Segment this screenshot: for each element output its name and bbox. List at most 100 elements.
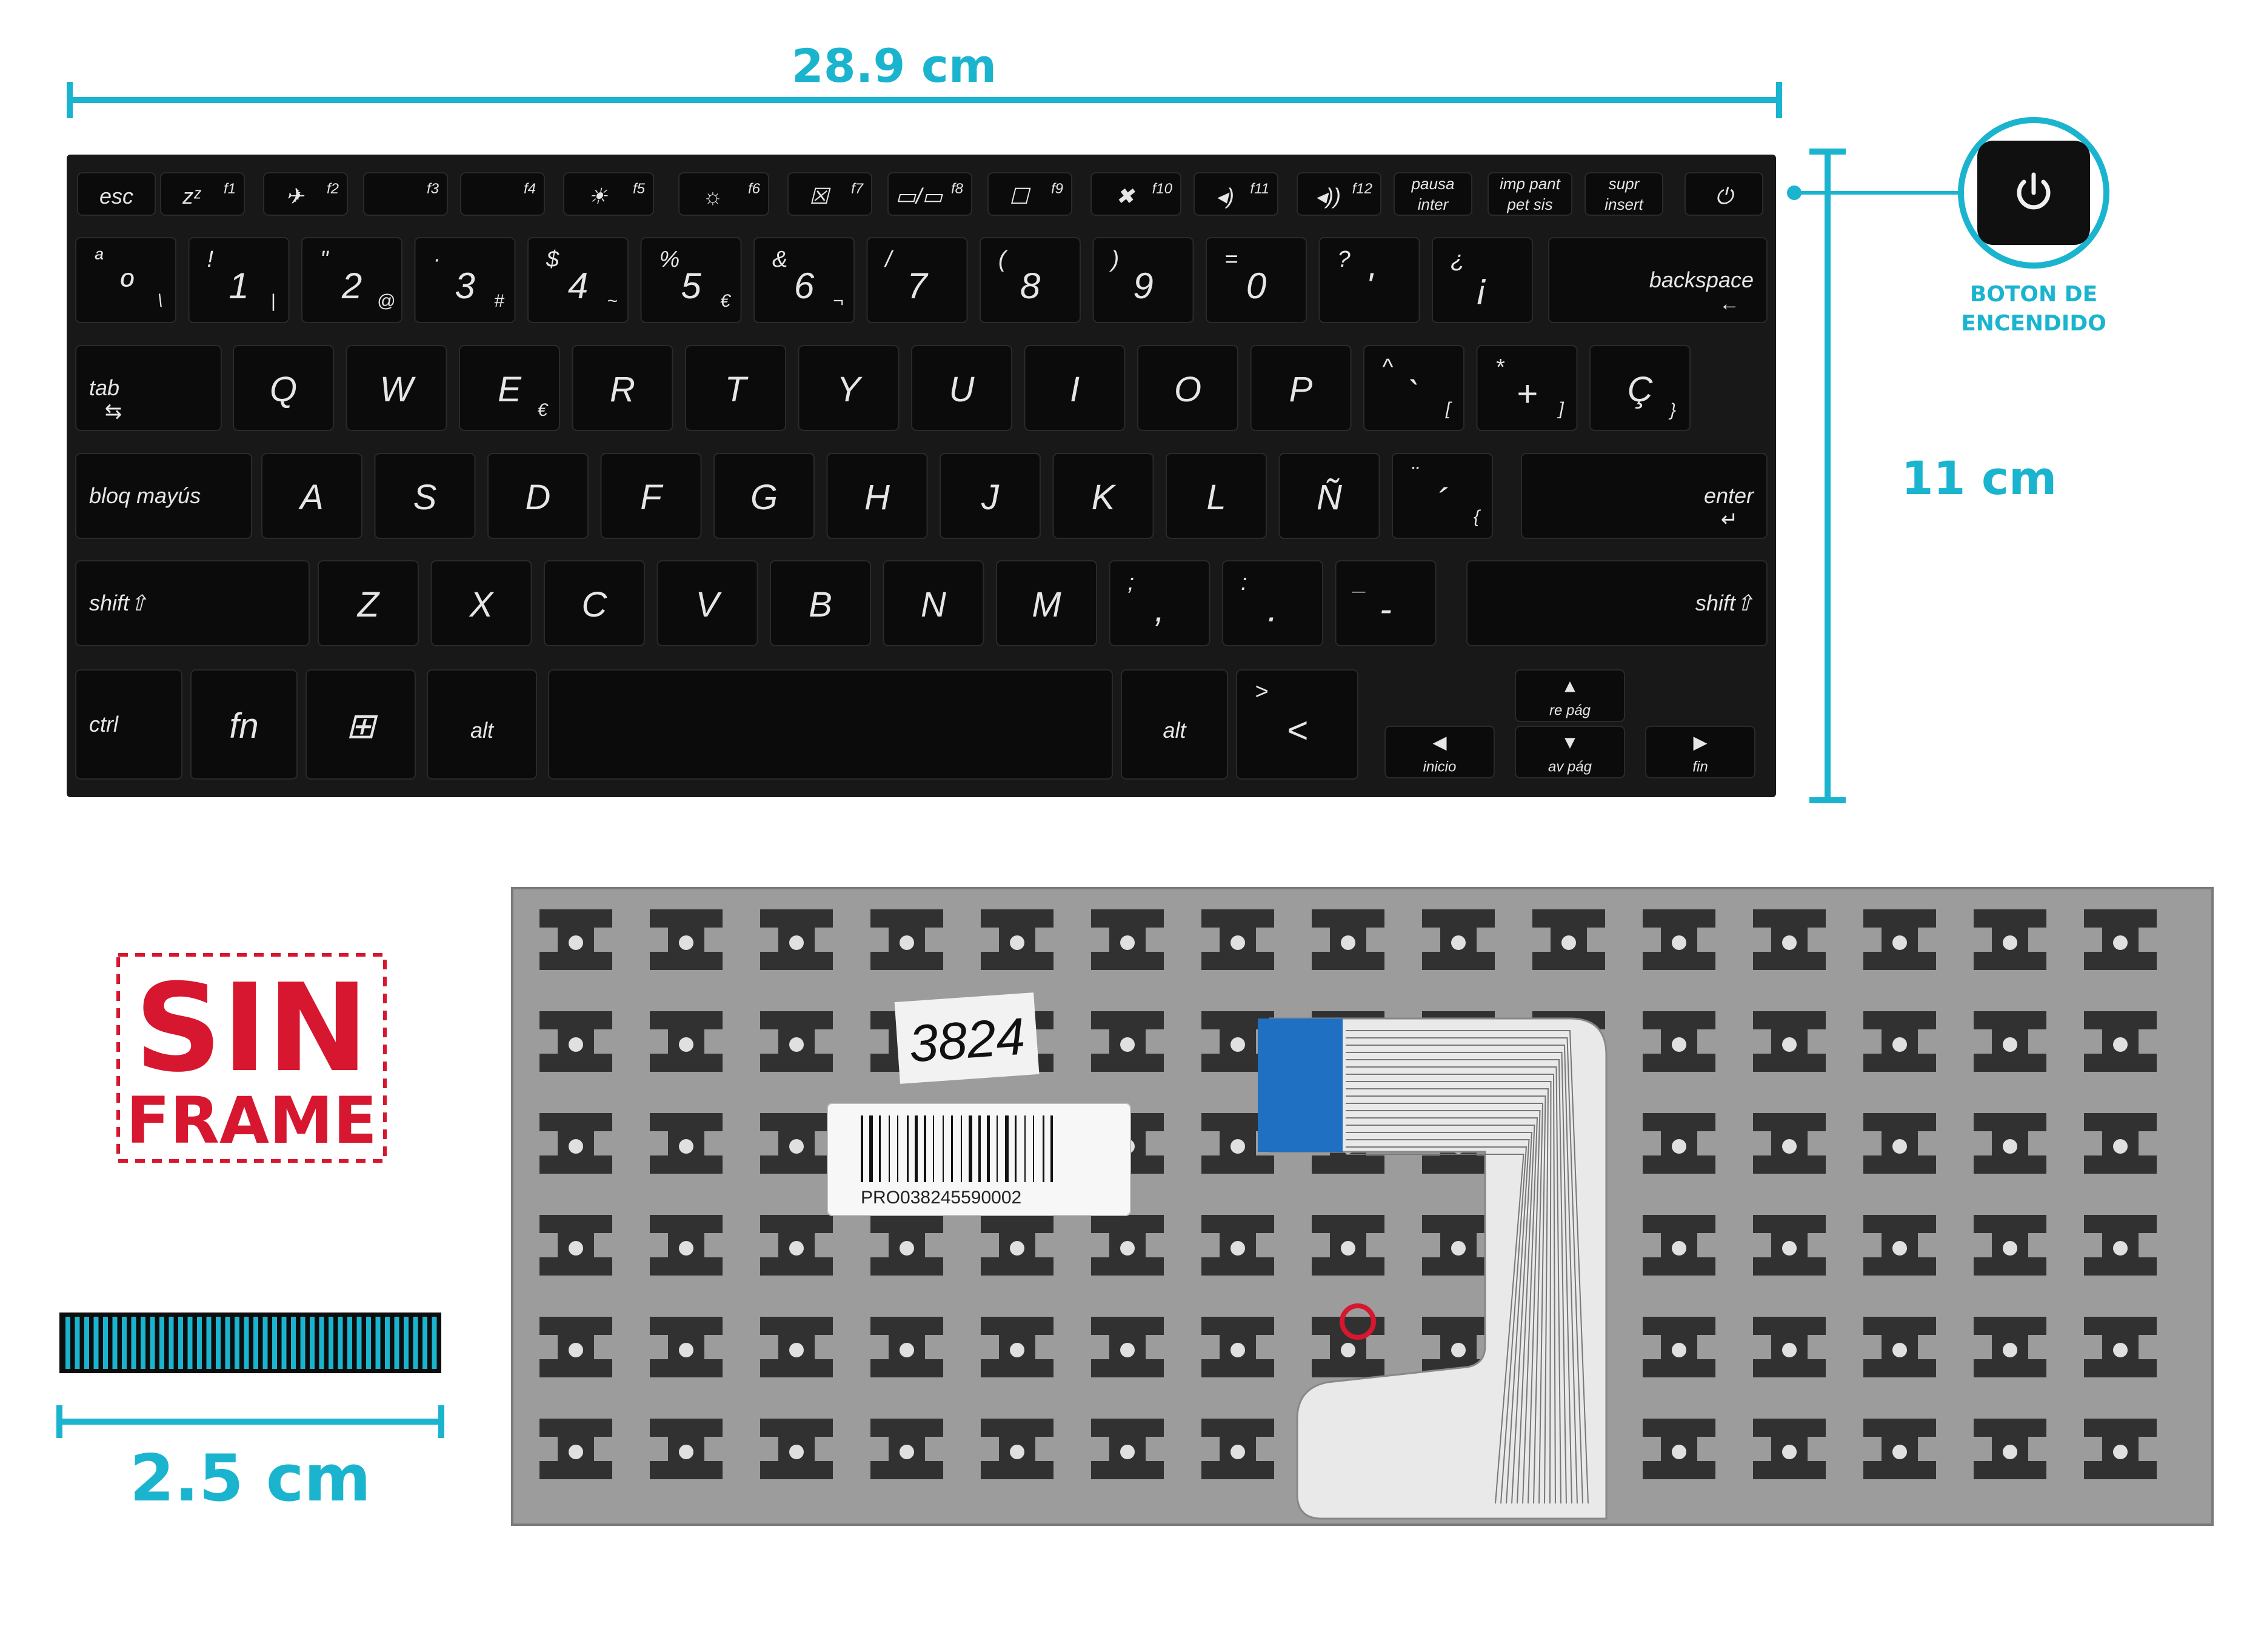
- fn-key-9-cap[interactable]: [987, 172, 1072, 216]
- z-row-key-8-cap[interactable]: [1109, 560, 1210, 646]
- q-row-key-6-cap[interactable]: [798, 345, 900, 431]
- z-row-key-6[interactable]: N: [883, 560, 984, 646]
- q-row-key-8[interactable]: I: [1024, 345, 1126, 431]
- num-key-9-cap[interactable]: [1092, 237, 1194, 323]
- shift-right-key-cap[interactable]: [1466, 560, 1768, 646]
- enter-key-cap[interactable]: [1521, 453, 1768, 539]
- q-row-key-12-cap[interactable]: [1476, 345, 1578, 431]
- fn-key-4-cap[interactable]: [460, 172, 545, 216]
- fn-key-12-cap[interactable]: [1297, 172, 1381, 216]
- alt-left-key-cap[interactable]: [427, 669, 537, 780]
- fn-key-4[interactable]: f4: [460, 172, 545, 216]
- z-row-key-8[interactable]: ;,: [1109, 560, 1210, 646]
- a-row-key-1[interactable]: A: [261, 453, 362, 539]
- fn-key-13-cap[interactable]: [1394, 172, 1472, 216]
- fn-key-6-cap[interactable]: [678, 172, 769, 216]
- num-key-7-cap[interactable]: [866, 237, 968, 323]
- num-key-5[interactable]: %5€: [640, 237, 742, 323]
- backspace-key[interactable]: backspace←: [1548, 237, 1768, 323]
- q-row-key-7[interactable]: U: [911, 345, 1012, 431]
- z-row-key-10[interactable]: _-: [1335, 560, 1437, 646]
- z-row-key-3-cap[interactable]: [544, 560, 645, 646]
- fn-key-14-cap[interactable]: [1488, 172, 1572, 216]
- z-row-key-7[interactable]: M: [996, 560, 1097, 646]
- a-row-key-2[interactable]: S: [374, 453, 476, 539]
- q-row-key-6[interactable]: Y: [798, 345, 900, 431]
- z-row-key-3[interactable]: C: [544, 560, 645, 646]
- q-row-key-5[interactable]: T: [685, 345, 786, 431]
- num-key-10[interactable]: =0: [1206, 237, 1307, 323]
- z-row-key-7-cap[interactable]: [996, 560, 1097, 646]
- num-key-12[interactable]: ¿¡: [1432, 237, 1533, 323]
- num-key-11-cap[interactable]: [1318, 237, 1420, 323]
- z-row-key-1[interactable]: Z: [318, 560, 419, 646]
- z-row-key-5-cap[interactable]: [770, 560, 871, 646]
- arrow-down-key-cap[interactable]: [1515, 726, 1625, 778]
- num-key-12-cap[interactable]: [1432, 237, 1533, 323]
- num-key-6-cap[interactable]: [753, 237, 855, 323]
- z-row-key-2-cap[interactable]: [430, 560, 532, 646]
- tab-key-cap[interactable]: [75, 345, 222, 431]
- num-key-11[interactable]: ?': [1318, 237, 1420, 323]
- a-row-key-3[interactable]: D: [487, 453, 589, 539]
- enter-key[interactable]: enter↵: [1521, 453, 1768, 539]
- windows-key-cap[interactable]: [306, 669, 416, 780]
- num-key-4-cap[interactable]: [527, 237, 629, 323]
- fn-key-12[interactable]: ◂))f12: [1297, 172, 1381, 216]
- a-row-key-11[interactable]: ¨´{: [1392, 453, 1493, 539]
- a-row-key-2-cap[interactable]: [374, 453, 476, 539]
- q-row-key-4[interactable]: R: [572, 345, 673, 431]
- a-row-key-4-cap[interactable]: [600, 453, 702, 539]
- fn-key-15-cap[interactable]: [1584, 172, 1663, 216]
- z-row-key-5[interactable]: B: [770, 560, 871, 646]
- q-row-key-2[interactable]: W: [346, 345, 447, 431]
- a-row-key-9[interactable]: L: [1166, 453, 1267, 539]
- windows-key[interactable]: ⊞: [306, 669, 416, 780]
- z-row-key-10-cap[interactable]: [1335, 560, 1437, 646]
- a-row-key-4[interactable]: F: [600, 453, 702, 539]
- arrow-up-key-cap[interactable]: [1515, 669, 1625, 722]
- z-row-key-9-cap[interactable]: [1222, 560, 1323, 646]
- a-row-key-10[interactable]: Ñ: [1278, 453, 1380, 539]
- fn-key-16-cap[interactable]: [1685, 172, 1763, 216]
- z-row-key-2[interactable]: X: [430, 560, 532, 646]
- num-key-6[interactable]: &6¬: [753, 237, 855, 323]
- arrow-right-key[interactable]: ▶fin: [1645, 726, 1755, 778]
- num-key-7[interactable]: /7: [866, 237, 968, 323]
- fn-key-0[interactable]: esc: [77, 172, 156, 216]
- num-key-8[interactable]: (8: [980, 237, 1081, 323]
- fn-key-5-cap[interactable]: [563, 172, 654, 216]
- num-key-0-cap[interactable]: [75, 237, 176, 323]
- fn-key-10[interactable]: ✖f10: [1090, 172, 1181, 216]
- shift-right-key[interactable]: shift⇧: [1466, 560, 1768, 646]
- fn-key-7[interactable]: ☒f7: [787, 172, 872, 216]
- a-row-key-6[interactable]: H: [826, 453, 928, 539]
- q-row-key-3-cap[interactable]: [459, 345, 560, 431]
- q-row-key-7-cap[interactable]: [911, 345, 1012, 431]
- q-row-key-9[interactable]: O: [1137, 345, 1238, 431]
- shift-left-key[interactable]: shift⇧: [75, 560, 310, 646]
- num-key-1-cap[interactable]: [188, 237, 290, 323]
- q-row-key-8-cap[interactable]: [1024, 345, 1126, 431]
- num-key-4[interactable]: $4~: [527, 237, 629, 323]
- q-row-key-13[interactable]: Ç}: [1589, 345, 1691, 431]
- a-row-key-11-cap[interactable]: [1392, 453, 1493, 539]
- fn-key-0-cap[interactable]: [77, 172, 156, 216]
- shift-left-key-cap[interactable]: [75, 560, 310, 646]
- arrow-left-key[interactable]: ◀inicio: [1384, 726, 1495, 778]
- a-row-key-8-cap[interactable]: [1052, 453, 1154, 539]
- ctrl-key[interactable]: ctrl: [75, 669, 182, 780]
- a-row-key-7[interactable]: J: [940, 453, 1041, 539]
- fn-key-5[interactable]: ☀f5: [563, 172, 654, 216]
- num-key-3-cap[interactable]: [414, 237, 516, 323]
- arrow-right-key-cap[interactable]: [1645, 726, 1755, 778]
- a-row-key-5[interactable]: G: [713, 453, 815, 539]
- q-row-key-11-cap[interactable]: [1363, 345, 1464, 431]
- z-row-key-6-cap[interactable]: [883, 560, 984, 646]
- q-row-key-10[interactable]: P: [1250, 345, 1352, 431]
- fn-key-6[interactable]: ☼f6: [678, 172, 769, 216]
- ctrl-key-cap[interactable]: [75, 669, 182, 780]
